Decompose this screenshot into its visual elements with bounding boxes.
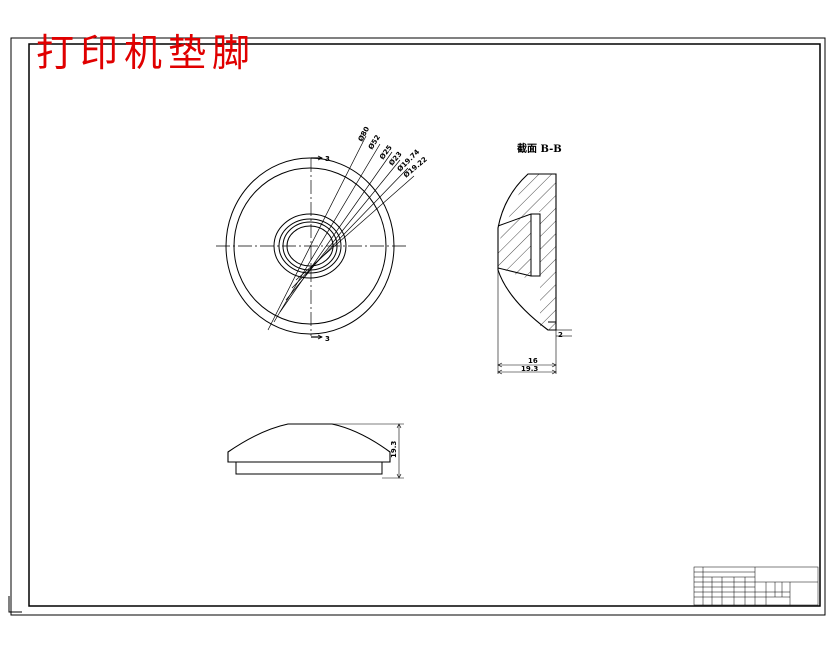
side-view	[227, 423, 404, 479]
dim-height-19-3: 19.3	[390, 441, 398, 458]
dim-width-19-3: 19.3	[521, 365, 538, 373]
dim-width-16: 16	[528, 357, 538, 365]
inner-frame	[28, 43, 821, 607]
dim-step-2: 2	[558, 331, 563, 339]
dim-diameter-80: Ø80	[357, 125, 371, 143]
title-block	[693, 566, 819, 606]
diameter-leaders	[267, 135, 415, 331]
cut-marker-top: 3	[325, 155, 330, 163]
cut-marker-bottom: 3	[325, 335, 330, 343]
corner-mark	[8, 596, 22, 613]
front-view	[216, 135, 415, 340]
dim-diameter-52: Ø52	[367, 133, 382, 151]
drawing-title: 打印机垫脚	[36, 31, 257, 75]
section-label: 截面 B-B	[517, 142, 562, 155]
section-hatch-top	[498, 174, 556, 330]
section-view	[497, 173, 572, 375]
outer-border	[10, 37, 826, 616]
